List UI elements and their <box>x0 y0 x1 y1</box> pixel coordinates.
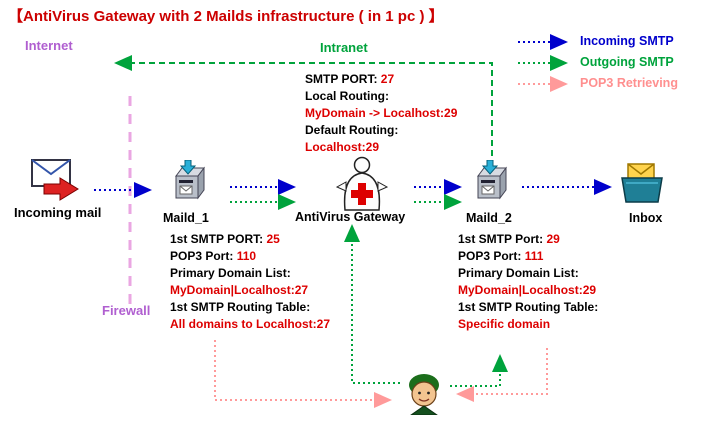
config-line: Specific domain <box>458 317 551 331</box>
config-line: All domains to Localhost:27 <box>170 317 331 331</box>
gateway-config: SMTP PORT: 27 Local Routing: MyDomain ->… <box>305 71 457 156</box>
firewall-label: Firewall <box>102 303 151 318</box>
legend-outgoing-smtp-label: Outgoing SMTP <box>580 55 674 69</box>
antivirus-gateway-label: AntiVirus Gateway <box>295 210 406 224</box>
incoming-mail-icon <box>31 159 79 201</box>
internet-label: Internet <box>25 38 73 53</box>
config-line: 1st SMTP Port: 29 <box>458 232 560 246</box>
inbox-label: Inbox <box>629 211 663 225</box>
config-line: 1st SMTP Routing Table: <box>170 300 311 314</box>
config-line: Localhost:29 <box>305 140 380 154</box>
config-line: Primary Domain List: <box>170 266 291 280</box>
user-outgoing-arrow-right <box>450 354 508 387</box>
maild2-label: Maild_2 <box>466 211 512 225</box>
diagram-title: 【AntiVirus Gateway with 2 Mailds infrast… <box>8 8 444 25</box>
legend-incoming-smtp-label: Incoming SMTP <box>580 34 674 48</box>
mail-user-icon <box>409 374 439 415</box>
inbox-icon <box>621 163 663 203</box>
maild2-config: 1st SMTP Port: 29 POP3 Port: 111 Primary… <box>458 231 598 333</box>
config-line: 1st SMTP Routing Table: <box>458 300 599 314</box>
intranet-label: Intranet <box>320 40 368 55</box>
maild2-icon <box>477 160 507 200</box>
config-line: SMTP PORT: 27 <box>305 72 395 86</box>
config-line: MyDomain|Localhost:27 <box>170 283 309 297</box>
config-line: Primary Domain List: <box>458 266 579 280</box>
config-line: Local Routing: <box>305 89 389 103</box>
user-outgoing-arrow-left <box>344 224 400 384</box>
maild1-label: Maild_1 <box>163 211 209 225</box>
legend-pop3-label: POP3 Retrieving <box>580 76 678 90</box>
config-line: MyDomain -> Localhost:29 <box>305 106 458 120</box>
antivirus-gateway-icon <box>336 156 388 211</box>
config-line: Default Routing: <box>305 123 399 137</box>
maild1-icon <box>175 160 205 200</box>
pop3-arrow-right <box>456 348 548 402</box>
config-line: POP3 Port: 111 <box>458 249 544 263</box>
config-line: MyDomain|Localhost:29 <box>458 283 597 297</box>
pop3-arrow-left <box>214 340 392 408</box>
maild1-config: 1st SMTP PORT: 25 POP3 Port: 110 Primary… <box>170 231 330 333</box>
config-line: 1st SMTP PORT: 25 <box>170 232 280 246</box>
incoming-mail-label: Incoming mail <box>14 205 102 220</box>
config-line: POP3 Port: 110 <box>170 249 257 263</box>
